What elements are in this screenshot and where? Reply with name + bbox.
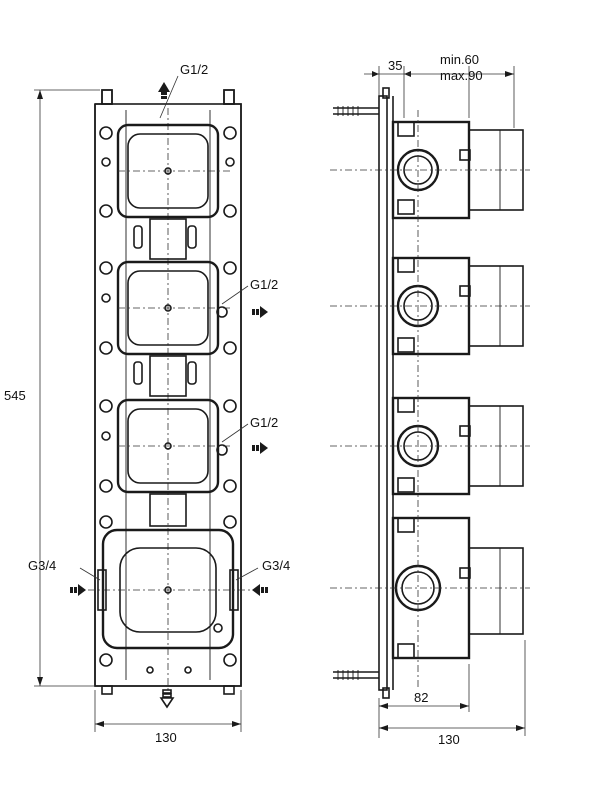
side-rod-bottom xyxy=(333,670,379,680)
label-dim-height: 545 xyxy=(4,388,26,403)
side-module-3 xyxy=(330,396,530,496)
front-module-1 xyxy=(99,123,237,260)
front-plate-rect xyxy=(94,103,242,687)
arrow-down-icon xyxy=(159,689,175,709)
label-dim-35: 35 xyxy=(388,58,402,73)
side-plate xyxy=(378,95,388,691)
label-dim-width-front: 130 xyxy=(155,730,177,745)
bottom-tab-left xyxy=(101,685,113,695)
side-module-1 xyxy=(330,120,530,220)
side-module-2 xyxy=(330,256,530,356)
arrow-right-icon xyxy=(252,306,268,318)
label-outlet-2: G1/2 xyxy=(250,277,278,292)
front-module-2 xyxy=(99,260,237,397)
side-module-large xyxy=(330,516,530,660)
front-view: G1/2 G1/2 G1/2 G3/4 G3/4 545 130 xyxy=(4,62,290,745)
top-tab-left xyxy=(101,89,113,105)
label-inlet-left: G3/4 xyxy=(28,558,56,573)
front-module-large xyxy=(88,515,250,674)
side-rod-top xyxy=(333,106,379,116)
arrow-right-icon xyxy=(70,584,86,596)
arrow-up-icon xyxy=(158,82,170,99)
arrow-left-icon xyxy=(252,584,268,596)
front-module-3 xyxy=(99,398,237,527)
label-dim-max: max.90 xyxy=(440,68,483,83)
label-inlet-right: G3/4 xyxy=(262,558,290,573)
arrow-right-icon xyxy=(252,442,268,454)
bottom-tab-right xyxy=(223,685,235,695)
label-top-outlet: G1/2 xyxy=(180,62,208,77)
label-dim-width-side: 130 xyxy=(438,732,460,747)
label-dim-min: min.60 xyxy=(440,52,479,67)
label-outlet-3: G1/2 xyxy=(250,415,278,430)
side-view: 35 min.60 max.90 82 130 xyxy=(330,52,530,747)
label-dim-82: 82 xyxy=(414,690,428,705)
top-tab-right xyxy=(223,89,235,105)
